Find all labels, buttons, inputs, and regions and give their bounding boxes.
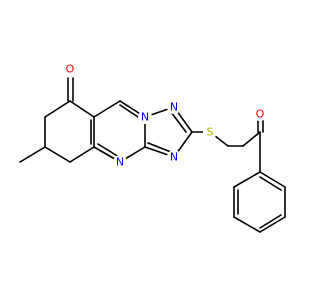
atom-oxo-oxygen: O [63,62,77,76]
atom-bridgehead-nitrogen: N [138,110,152,124]
atom-symbol: N [141,111,149,124]
bond [97,143,120,158]
atom-symbol: S [207,126,214,139]
bond [170,111,187,133]
chemical-structure: O N N N N S O [19,62,286,233]
atom-sulfur: S [203,125,217,139]
atom-labels: O N N N N S O [63,62,267,169]
bond [44,100,71,118]
atom-ketone-oxygen: O [253,107,267,121]
atom-symbol: N [170,151,178,164]
bonds [19,77,286,233]
bond [69,146,95,163]
bond [69,100,95,118]
bond [93,100,121,118]
bond [147,142,172,153]
atom-symbol: N [170,101,178,114]
bond [242,131,261,147]
atom-symbol: N [116,156,124,169]
atom-triazole-lower-nitrogen: N [167,150,181,164]
atom-symbol: O [66,63,75,76]
bond [19,146,46,163]
bond [259,176,282,191]
bond [259,216,286,233]
atom-pyrimidine-nitrogen: N [113,155,127,169]
atom-triazole-nitrogen: N [167,100,181,114]
bond [259,171,286,188]
bond [233,216,261,233]
bond [233,171,261,188]
bond [259,214,282,229]
bond [119,104,142,120]
atom-symbol: O [256,108,265,121]
bond [44,146,71,163]
